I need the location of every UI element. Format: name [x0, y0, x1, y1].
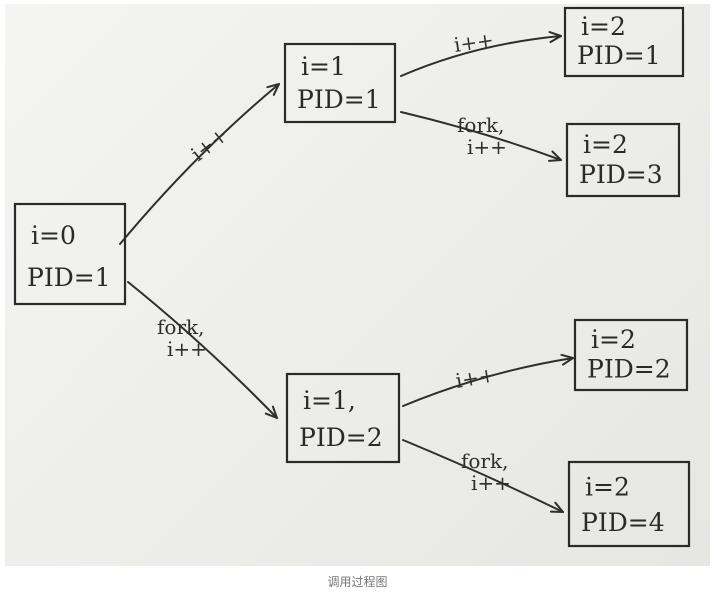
edge-arrow: [119, 83, 280, 245]
node-pid-label: PID=2: [587, 354, 671, 383]
nodes-layer: i=0PID=1i=1PID=1i=1,PID=2i=2PID=1i=2PID=…: [13, 6, 691, 548]
process-tree-diagram: i++fork,i++i++fork,i++i++fork,i++ i=0PID…: [13, 6, 691, 548]
edges-layer: i++fork,i++i++fork,i++i++fork,i++: [119, 28, 574, 513]
node-box: [573, 318, 689, 392]
edge-arrow: [400, 31, 562, 77]
node-var-label: i=2: [583, 130, 628, 159]
figure-caption: 调用过程图: [327, 575, 388, 589]
edge-root-n1a: i++: [119, 83, 280, 245]
edge-label: i++: [454, 362, 497, 393]
node-box: [567, 460, 691, 548]
edge-label: fork,: [461, 449, 508, 473]
node-box: [563, 6, 685, 78]
edge-label: i++: [167, 337, 207, 361]
node-var-label: i=2: [591, 325, 636, 354]
node-n1b: i=1, PID=2: [285, 372, 401, 464]
edge-label: i++: [452, 28, 495, 57]
node-var-label: i=1: [301, 52, 346, 81]
node-var-label: i=2: [581, 12, 626, 41]
node-box: [283, 42, 397, 124]
edge-label: i++: [467, 135, 507, 159]
edge-arrow: [402, 439, 564, 513]
edge-arrow: [400, 111, 562, 162]
edge-arrow: [402, 353, 574, 407]
node-var-label: i=1,: [303, 386, 356, 415]
edge-n1a-n2a: i++: [400, 28, 562, 77]
node-pid-label: PID=1: [577, 41, 661, 70]
edge-n1b-n2c: i++: [402, 353, 574, 407]
node-box: [13, 202, 127, 306]
node-pid-label: PID=3: [579, 160, 663, 189]
edge-root-n1b: fork,i++: [127, 281, 278, 419]
node-pid-label: PID=2: [299, 423, 383, 452]
node-pid-label: PID=4: [581, 508, 665, 537]
node-var-label: i=0: [31, 221, 76, 250]
node-pid-label: PID=1: [27, 263, 111, 292]
edge-label: fork,: [157, 315, 204, 339]
node-box: [565, 122, 681, 198]
node-box: [285, 372, 401, 464]
edge-label: fork,: [457, 113, 504, 137]
edge-label: i++: [186, 122, 232, 165]
node-pid-label: PID=1: [297, 85, 381, 114]
edge-arrow: [127, 281, 278, 419]
edge-n1b-n2d: fork,i++: [402, 439, 564, 513]
node-var-label: i=2: [585, 473, 630, 502]
edge-n1a-n2b: fork,i++: [400, 111, 562, 162]
edge-label: i++: [471, 471, 511, 495]
